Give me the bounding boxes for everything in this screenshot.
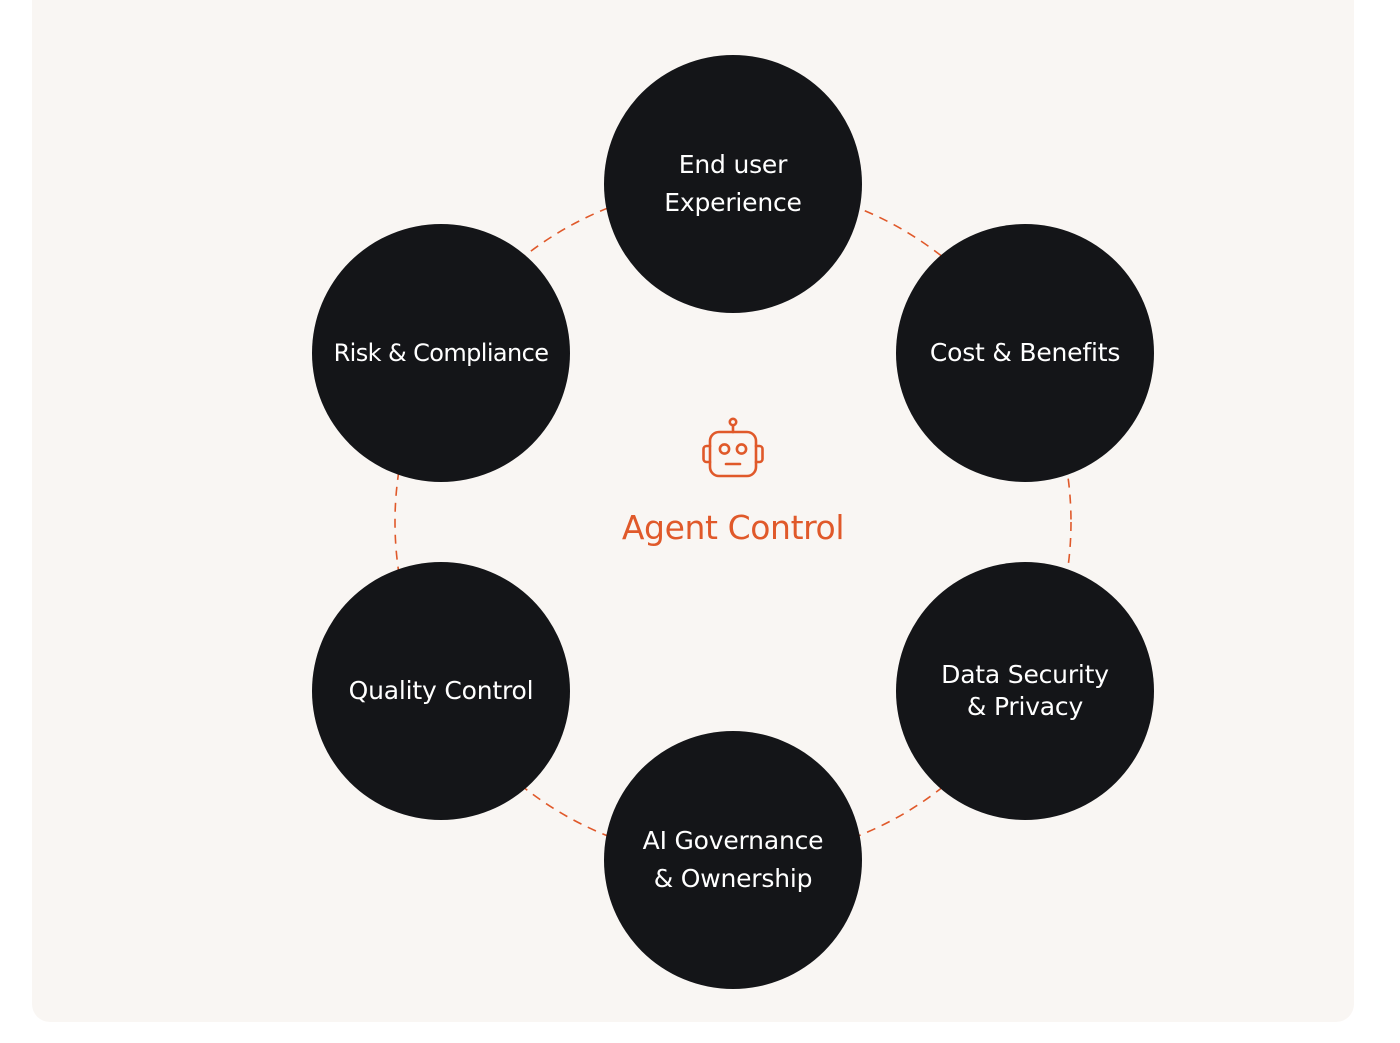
node-cost-benefits: Cost & Benefits: [896, 224, 1154, 482]
node-ai-governance-ownership-label: AI Governance & Ownership: [642, 826, 824, 893]
node-data-security-privacy-label: Data Security & Privacy: [941, 660, 1109, 721]
node-risk-compliance-label: Risk & Compliance: [333, 339, 549, 367]
robot-icon: [702, 417, 764, 478]
node-end-user-experience-label: End user Experience: [664, 150, 802, 217]
node-risk-compliance: Risk & Compliance: [312, 224, 570, 482]
node-data-security-privacy: Data Security & Privacy: [896, 562, 1154, 820]
node-end-user-experience: End user Experience: [604, 55, 862, 313]
center-title: Agent Control: [621, 508, 845, 547]
node-ai-governance-ownership: AI Governance & Ownership: [604, 731, 862, 989]
node-cost-benefits-label: Cost & Benefits: [929, 338, 1121, 367]
node-quality-control: Quality Control: [312, 562, 570, 820]
node-quality-control-label: Quality Control: [348, 676, 534, 705]
